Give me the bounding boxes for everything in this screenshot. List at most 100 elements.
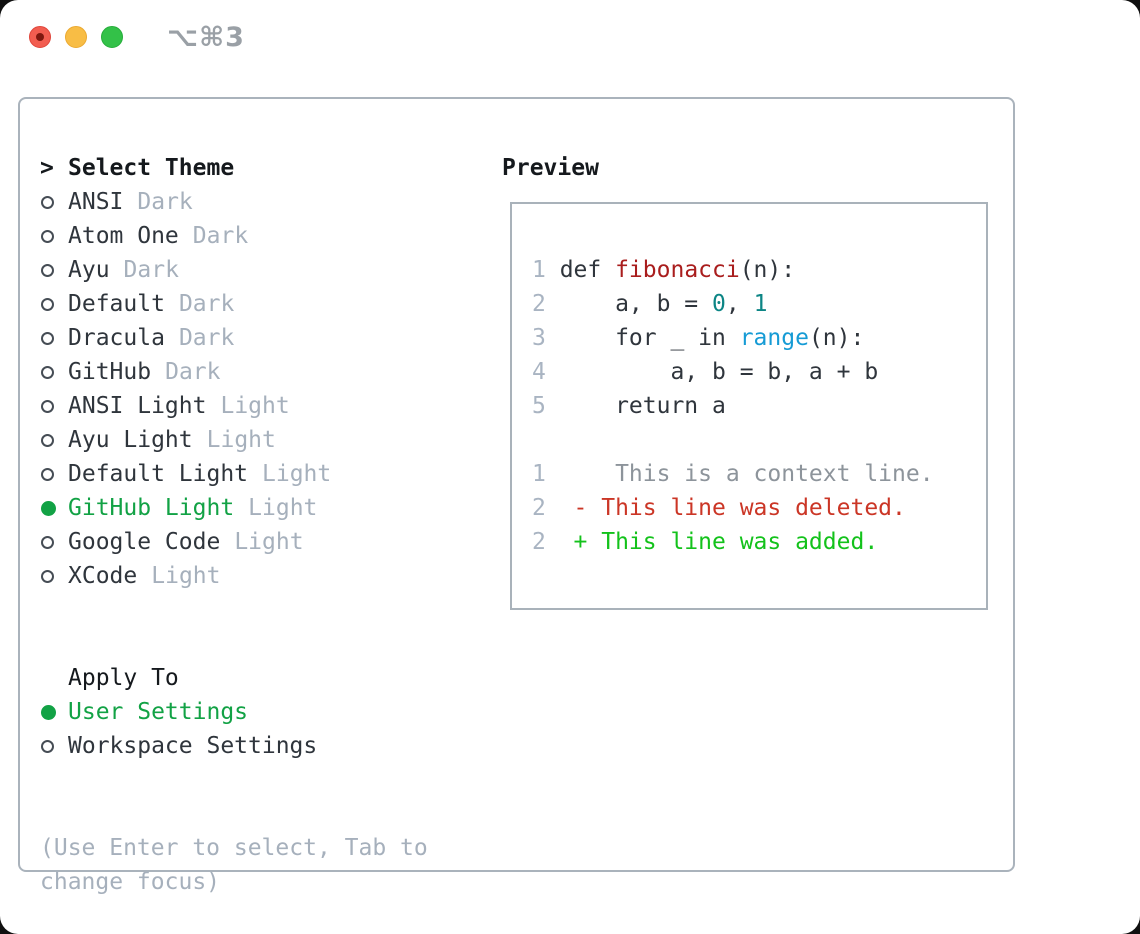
- theme-variant-badge: Light: [220, 393, 290, 419]
- line-number: 5: [532, 393, 546, 419]
- code-token: def: [559, 257, 616, 283]
- spacer: [40, 763, 480, 831]
- minimize-window-button[interactable]: [65, 26, 87, 48]
- line-number: 2: [532, 529, 546, 555]
- apply-option-label: User Settings: [68, 699, 249, 725]
- code-token: ,: [725, 291, 754, 317]
- code-token: range: [739, 325, 809, 351]
- code-token: 1: [753, 291, 768, 317]
- theme-name: Ayu: [68, 257, 110, 283]
- hint-text-line2: change focus): [40, 869, 221, 895]
- radio-unselected-icon: [40, 229, 68, 243]
- theme-variant-badge: Light: [206, 427, 276, 453]
- code-line: 4 a, b = b, a + b: [532, 355, 986, 389]
- code-token: (n):: [739, 257, 796, 283]
- line-number: 2: [532, 291, 546, 317]
- theme-variant-badge: Dark: [123, 257, 179, 283]
- code-token: return a: [559, 393, 726, 419]
- theme-option-ayu[interactable]: Ayu Dark: [40, 253, 480, 287]
- theme-variant-badge: Dark: [192, 223, 249, 249]
- radio-unselected-icon: [40, 331, 68, 345]
- focus-caret: >: [40, 155, 54, 181]
- code-line: 5 return a: [532, 389, 986, 423]
- line-number: 3: [532, 325, 546, 351]
- line-number: 2: [532, 495, 546, 521]
- line-number: 1: [532, 257, 546, 283]
- theme-name: XCode: [68, 563, 138, 589]
- theme-variant-badge: Light: [248, 495, 318, 521]
- theme-variant-badge: Light: [262, 461, 332, 487]
- theme-variant-badge: Dark: [178, 291, 235, 317]
- radio-unselected-icon: [40, 399, 68, 413]
- code-line: 2 a, b = 0, 1: [532, 287, 986, 321]
- code-line: 3 for _ in range(n):: [532, 321, 986, 355]
- theme-option-default-light[interactable]: Default Light Light: [40, 457, 480, 491]
- hint-text-line1: (Use Enter to select, Tab to: [40, 835, 428, 861]
- code-token: + This line was added.: [559, 529, 879, 555]
- window-title: ⌥⌘3: [167, 22, 245, 53]
- theme-name: GitHub: [68, 359, 152, 385]
- theme-option-atom-one[interactable]: Atom One Dark: [40, 219, 480, 253]
- line-number: 1: [532, 461, 546, 487]
- code-line: 1 This is a context line.: [532, 457, 986, 491]
- radio-unselected-icon: [40, 195, 68, 209]
- code-line: 2 + This line was added.: [532, 525, 986, 559]
- apply-option-label: Workspace Settings: [68, 733, 318, 759]
- radio-unselected-icon: [40, 263, 68, 277]
- select-theme-header: Select Theme: [68, 155, 235, 181]
- window-titlebar: ⌥⌘3: [0, 0, 1140, 75]
- theme-option-ansi[interactable]: ANSI Dark: [40, 185, 480, 219]
- theme-name: Default Light: [68, 461, 249, 487]
- theme-name: Atom One: [68, 223, 179, 249]
- radio-unselected-icon: [40, 739, 68, 753]
- theme-option-github-light[interactable]: GitHub Light Light: [40, 491, 480, 525]
- radio-unselected-icon: [40, 365, 68, 379]
- code-token: This is a context line.: [559, 461, 934, 487]
- apply-to-header: Apply To: [68, 665, 179, 691]
- radio-unselected-icon: [40, 433, 68, 447]
- apply-option-user-settings[interactable]: User Settings: [40, 695, 480, 729]
- theme-name: ANSI: [68, 189, 124, 215]
- radio-selected-icon: [40, 500, 68, 516]
- preview-header: Preview: [502, 155, 599, 181]
- spacer: [40, 593, 480, 661]
- radio-selected-icon: [40, 704, 68, 720]
- theme-name: GitHub Light: [68, 495, 235, 521]
- code-token: 0: [712, 291, 726, 317]
- radio-unselected-icon: [40, 569, 68, 583]
- preview-column: Preview: [502, 151, 599, 185]
- theme-name: Dracula: [68, 325, 165, 351]
- theme-option-google-code[interactable]: Google Code Light: [40, 525, 480, 559]
- theme-variant-badge: Light: [234, 529, 304, 555]
- code-token: fibonacci: [615, 257, 740, 283]
- close-window-button[interactable]: [29, 26, 51, 48]
- zoom-window-button[interactable]: [101, 26, 123, 48]
- theme-name: Ayu Light: [68, 427, 193, 453]
- code-token: for _ in: [559, 325, 740, 351]
- select-theme-header-row: > Select Theme: [40, 151, 480, 185]
- code-token: a, b = b, a + b: [559, 359, 879, 385]
- radio-unselected-icon: [40, 535, 68, 549]
- theme-variant-badge: Dark: [137, 189, 193, 215]
- radio-unselected-icon: [40, 297, 68, 311]
- code-line: 2 - This line was deleted.: [532, 491, 986, 525]
- apply-option-workspace-settings[interactable]: Workspace Settings: [40, 729, 480, 763]
- code-token: a, b =: [559, 291, 713, 317]
- theme-option-ayu-light[interactable]: Ayu Light Light: [40, 423, 480, 457]
- theme-name: Google Code: [68, 529, 221, 555]
- code-token: - This line was deleted.: [559, 495, 906, 521]
- code-line: 1 def fibonacci(n):: [532, 253, 986, 287]
- line-number: 4: [532, 359, 546, 385]
